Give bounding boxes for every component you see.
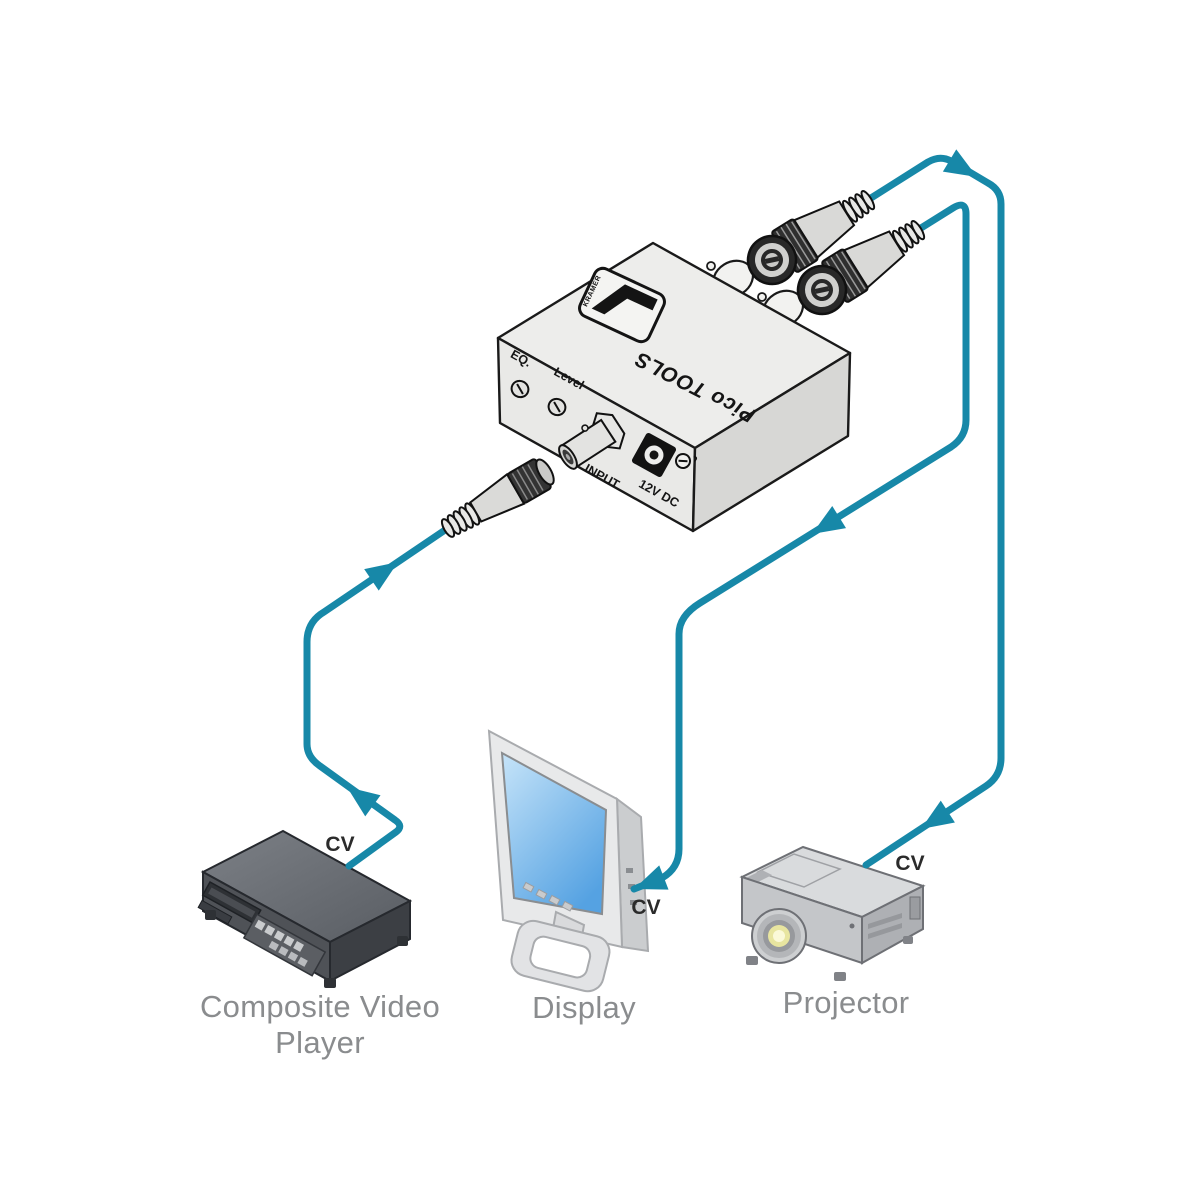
projector-side-vent [868,923,902,939]
player-button-panel [242,913,327,977]
ground-mark [693,455,698,463]
flow-arrow [634,865,669,890]
cv-label-projector: CV [895,852,924,875]
signal-labels: CV CV CV [325,833,924,919]
monitor-side-port [630,900,637,905]
plug-boot [842,230,906,289]
input-bnc-plug [440,458,555,538]
screw-slot [516,383,524,395]
player-button [254,919,266,931]
cv-label-display: CV [631,896,660,919]
composite-video-player [197,829,413,988]
monitor-stand-base [510,919,611,993]
logo-frame [578,266,666,344]
output-bnc-plug-1 [746,190,876,286]
jack-pin-hole [649,450,659,460]
monitor-button [548,894,561,906]
spring-coil [440,518,456,538]
bnc-bayonet-pin [581,424,589,432]
amplifier-side-face [691,351,852,533]
player-foot [205,910,216,920]
display-monitor [487,729,650,993]
plug-center-slot [814,286,830,294]
plug-spring-relief [440,502,481,538]
input-bnc-socket [558,412,626,470]
projector-foot [903,936,913,944]
ground-screw [675,453,698,469]
screw-slot [553,401,561,413]
player-button [264,925,276,936]
cable-output-to-projector [862,154,1005,869]
player-button [287,951,299,962]
flow-arrow [812,506,847,534]
flow-arrow [347,787,381,817]
projector-side-vent [868,913,902,929]
cv-label-player: CV [325,833,354,856]
device-captions: Composite Video Player Display Projector [200,985,909,1060]
flow-arrow [921,800,955,829]
kramer-logo-mark [591,284,658,315]
player-button [297,956,308,967]
projector-top-vent [756,853,842,888]
plug-spring-relief [892,220,926,253]
player-button [283,935,295,947]
cassette-slot-inner [208,887,256,918]
player-button [268,940,279,951]
projector-foot [746,956,758,965]
monitor-cv-port [628,884,635,889]
level-trimmer-screw [547,397,567,417]
screw-slot [678,459,688,463]
monitor-screen [500,751,608,916]
plug-spring-relief [842,190,876,223]
player-button [293,941,305,952]
kramer-logo: KRAMER [578,266,666,344]
knurl-ridges [511,464,544,500]
monitor-button [522,881,535,893]
lens-glow-center [773,930,785,942]
player-side-face [329,899,411,983]
bulkhead-screw [706,261,716,271]
stand-inner-hole [529,935,592,979]
projector-indicator [849,923,855,929]
dc-power-jack [631,432,677,478]
flow-arrow [364,562,398,591]
bnc-center-pin [565,453,571,461]
display-caption: Display [532,990,636,1025]
player-button [273,930,285,942]
projector [739,845,926,981]
player-button [278,946,289,957]
distribution-amplifier: KRAMER Pico TOOLS EQ. Level INPUT [496,241,852,533]
projector-caption: Projector [783,985,910,1020]
projector-side-face [861,884,924,965]
player-foot [397,936,408,946]
spring-coil [860,190,876,211]
player-foot [324,978,336,988]
player-caption-line1: Composite Video [200,989,440,1024]
monitor-side-port [626,868,633,873]
cable-player-to-input [303,524,452,870]
player-cassette-slot [197,880,262,925]
monitor-button [535,888,548,900]
projector-side-port [909,896,921,920]
projector-lens [751,908,807,964]
monitor-button [561,900,574,912]
eq-trimmer-screw [510,379,530,399]
flow-arrow [942,149,977,177]
plug-nose-ring [535,458,555,486]
cables [303,149,1005,893]
plug-center-slot [764,256,780,264]
projector-foot [834,972,846,981]
monitor-buttons [522,881,574,912]
plug-boot [792,200,856,259]
output-bnc-plug-2 [796,220,926,316]
spring-coil [910,220,926,241]
bulkhead-screw [757,292,767,302]
player-caption-line2: Player [275,1025,365,1060]
